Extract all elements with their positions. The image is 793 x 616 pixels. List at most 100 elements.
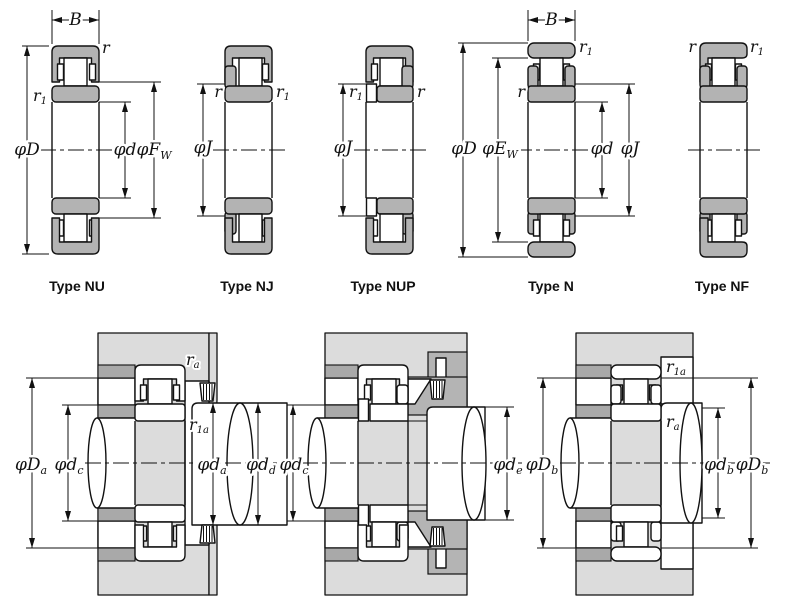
label-r: r: [517, 82, 526, 101]
inner-ring-top: [51, 85, 100, 103]
inner-ring-top: [376, 85, 414, 103]
label-r1: r1: [276, 82, 290, 103]
svg-text:φdc: φdc: [55, 455, 84, 477]
inner-ring-rib: [736, 65, 748, 89]
cage-tab: [734, 219, 743, 237]
svg-text:φEW: φEW: [482, 139, 519, 161]
inner-ring-top: [527, 85, 576, 103]
svg-text:φd: φd: [114, 140, 137, 160]
cage-tab: [88, 63, 97, 81]
dim-phid: φd: [99, 101, 139, 199]
locknut-knurl: [429, 379, 446, 547]
roller-top: [238, 57, 263, 87]
outer-ring-top: [51, 45, 100, 83]
spacer-ring: [575, 507, 612, 522]
mounting-diagram-nu: ra r1a φDa φdc φda φdd: [12, 332, 292, 596]
bearing-section-nu: [134, 364, 186, 562]
type-label-n: Type N: [528, 278, 574, 294]
svg-text:φDb: φDb: [526, 455, 559, 477]
dim-phida: φda: [195, 403, 229, 525]
cage-tab: [370, 63, 379, 81]
spacer-ring: [97, 404, 136, 419]
outer-ring-bottom: [51, 217, 100, 255]
dim-phiDa: φDa: [12, 377, 98, 549]
inner-ring-rib: [699, 65, 711, 89]
inner-ring-top: [224, 85, 273, 103]
bore-gap: [575, 377, 612, 406]
inner-ring-bottom: [699, 197, 748, 215]
label-r: r: [688, 37, 697, 56]
label-r1: r1: [750, 37, 764, 58]
roller-bottom: [539, 213, 564, 243]
cage-tab: [261, 63, 270, 81]
roller-top: [539, 57, 564, 87]
dim-B: B: [51, 8, 100, 44]
svg-text:B: B: [544, 10, 558, 30]
bearing-type-nf: r r1 Type NF: [686, 35, 766, 294]
bore-gap: [324, 377, 359, 406]
dim-phiD: φD: [12, 45, 49, 255]
inner-ring-rib: [224, 65, 237, 89]
dim-phiJ: φJ: [575, 83, 643, 217]
label-r: r: [214, 82, 223, 101]
dim-phiJ: φJ: [191, 83, 225, 217]
spacer-ring: [324, 507, 359, 522]
dim-phidc: φdc: [52, 404, 98, 522]
dim-phiDb-left: φDb: [523, 377, 576, 549]
type-label-nu: Type NU: [49, 278, 105, 294]
cage-tab: [532, 219, 541, 237]
outer-ring-top: [224, 45, 273, 83]
housing-pocket: [660, 356, 694, 405]
roller-top: [711, 57, 736, 87]
roller-bottom: [63, 213, 88, 243]
label-r1: r1: [33, 86, 47, 107]
svg-text:φD: φD: [451, 139, 477, 159]
bore-gap: [97, 520, 136, 549]
inner-ring-rib: [527, 65, 539, 89]
spacer-ring: [97, 364, 136, 379]
bearing-type-nup: φJ r1 r Type NUP: [331, 45, 428, 294]
svg-text:φDa: φDa: [15, 455, 47, 477]
svg-text:φFW: φFW: [136, 140, 173, 162]
roller-top: [379, 57, 404, 87]
locknut-knurl: [199, 382, 216, 544]
svg-text:φJ: φJ: [621, 139, 641, 159]
label-r1: r1: [579, 37, 593, 58]
bearing-type-nu: B r r1 φD φd φFW Type NU: [12, 8, 176, 295]
svg-text:φD: φD: [14, 140, 40, 160]
svg-text:φdd: φdd: [246, 455, 276, 477]
spacer-ring: [575, 547, 612, 562]
dim-phidc: φdc: [277, 404, 325, 522]
loose-rib: [365, 197, 378, 217]
svg-text:φJ: φJ: [334, 138, 354, 158]
svg-text:φde: φde: [493, 455, 523, 477]
cage-tab: [562, 219, 571, 237]
spacer-ring: [324, 404, 359, 419]
bearing-type-n: B r1 r φD φEW φd φJ Type N: [449, 8, 643, 295]
dim-B: B: [527, 8, 576, 41]
outer-ring-bottom: [365, 217, 414, 255]
dim-phiDb-right: φDb: [661, 377, 771, 549]
dim-phiEw: φEW: [480, 57, 528, 243]
cage-tab: [56, 63, 65, 81]
loose-rib: [365, 83, 378, 103]
inner-ring-bottom: [51, 197, 100, 215]
dim-phid: φd: [575, 101, 616, 199]
roller-bottom: [238, 213, 263, 243]
outer-ring-bottom: [527, 241, 576, 258]
label-r: r: [102, 38, 111, 57]
dim-phidd: φdd: [244, 403, 278, 525]
label-r1: r1: [349, 82, 363, 103]
shaft-curve: [226, 402, 254, 526]
outer-ring-top: [699, 42, 748, 83]
bore-gap: [324, 520, 359, 549]
svg-text:φJ: φJ: [194, 138, 214, 158]
spacer-ring: [575, 404, 612, 419]
spacer-ring: [324, 364, 359, 379]
type-label-nf: Type NF: [695, 278, 750, 294]
mounting-diagram-nup: φdc φde: [277, 332, 526, 596]
bore-gap: [575, 520, 612, 549]
spacer-ring: [575, 364, 612, 379]
